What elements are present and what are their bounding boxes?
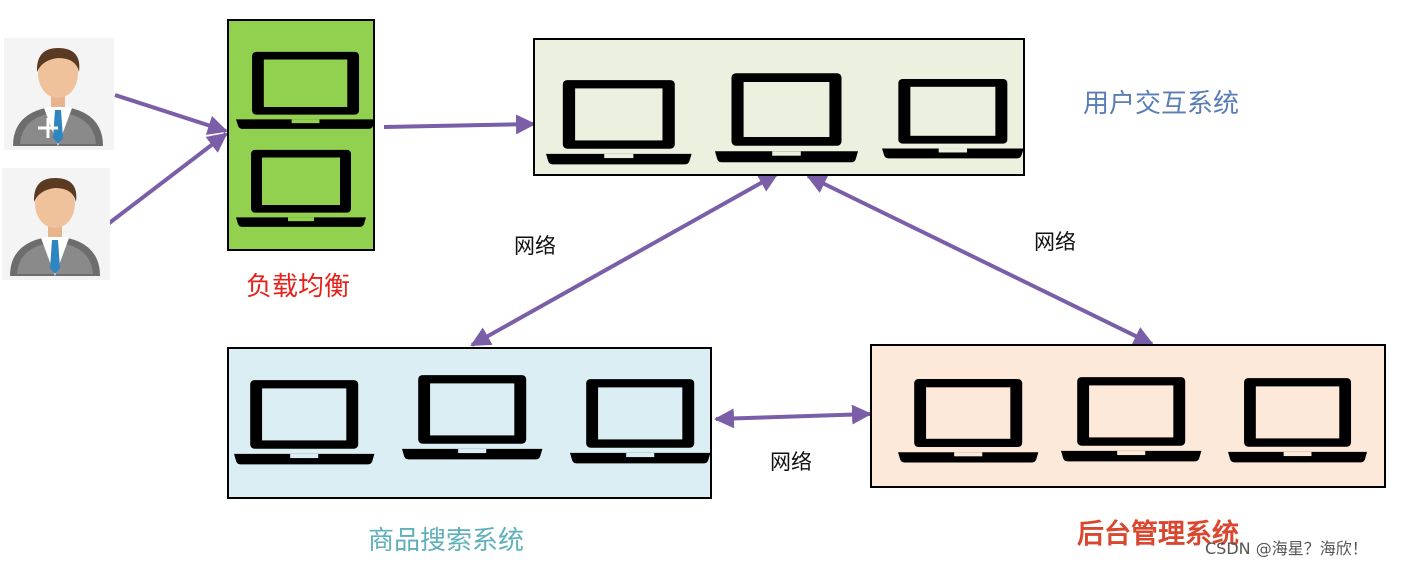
network-label-bottom: 网络 [770,450,812,474]
product-search-label: 商品搜索系统 [368,526,525,556]
user-interaction-box [533,38,1025,176]
watermark: CSDN @海星？海欣！ [1205,539,1368,558]
arrow-ui-search [470,172,779,347]
network-label-right: 网络 [1034,230,1076,254]
arrow-ui-admin [806,174,1154,346]
load-balancer-label: 负载均衡 [246,272,351,302]
arrow-search-admin [714,404,872,429]
admin-system-box [870,344,1386,488]
product-search-box [227,347,712,499]
arrow-user2-to-lb [106,132,228,226]
admin-system-label: 后台管理系统 [1077,519,1239,550]
load-balancer-box [227,19,376,251]
arrows [106,93,1154,429]
user-avatar-icon [4,38,114,150]
user-interaction-label: 用户交互系统 [1083,89,1240,119]
arrow-lb-to-ui [383,114,536,135]
arrow-user1-to-lb [114,93,228,135]
network-label-left: 网络 [514,234,556,258]
user-avatar-icon [2,168,110,280]
